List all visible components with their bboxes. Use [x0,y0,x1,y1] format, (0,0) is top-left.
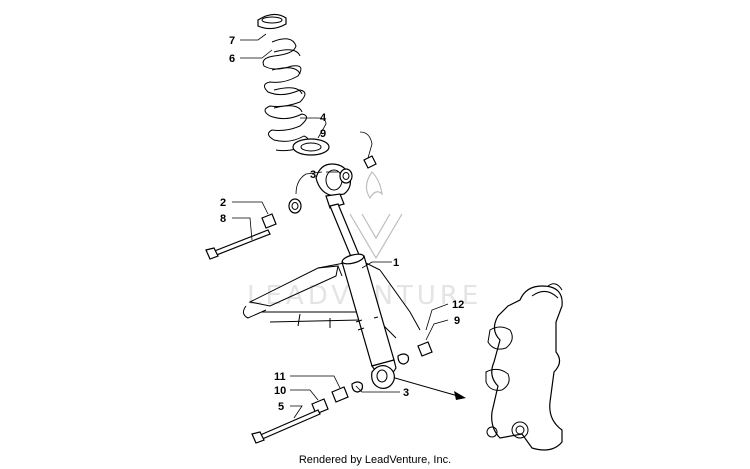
callout-8: 8 [220,213,226,225]
callout-12: 12 [452,299,464,311]
spindle-knuckle [485,283,563,451]
upper-hardware [205,155,377,260]
callout-2: 2 [220,197,226,209]
callout-1: 1 [393,257,399,269]
callout-7: 7 [229,35,235,47]
lower-hardware [251,341,433,444]
callout-4: 4 [320,112,327,124]
shock-absorber [315,163,397,389]
coil-spring [262,38,309,152]
spring-seat [292,138,330,156]
callout-6: 6 [229,53,235,65]
spring-retainer [257,13,287,30]
callout-9-lower: 9 [454,315,460,327]
callout-leaders [232,33,449,419]
callout-labels: 7 6 4 9 3 2 8 1 12 9 11 10 5 3 [220,35,464,413]
callout-9-upper: 9 [320,128,326,140]
callout-3-upper: 3 [310,169,316,181]
render-credit: Rendered by LeadVenture, Inc. [299,454,451,466]
callout-5: 5 [278,401,284,413]
callout-3-lower: 3 [403,387,409,399]
callout-11: 11 [274,371,286,383]
watermark-logo [349,171,403,260]
mounting-arrow [387,375,466,400]
callout-10: 10 [274,385,286,397]
